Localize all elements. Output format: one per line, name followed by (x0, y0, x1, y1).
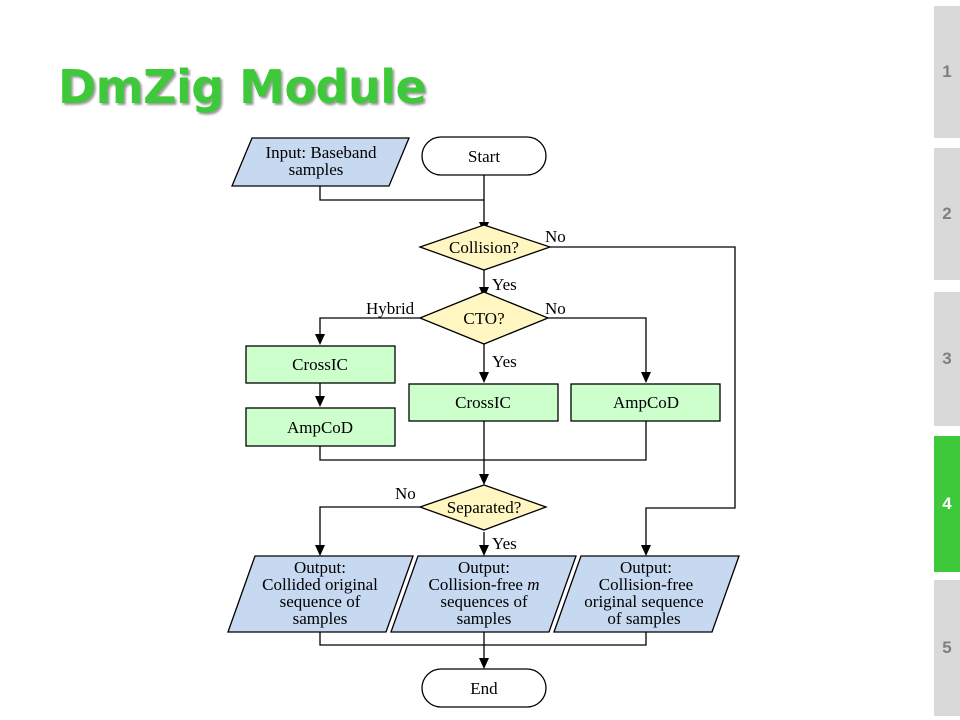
output-collided-line3: sequence of (280, 592, 361, 611)
output-free-m-node: Output: Collision-free m sequences of sa… (390, 555, 577, 633)
separated-shape (418, 484, 548, 531)
output-free-m-shape (390, 555, 577, 633)
end-text: End (470, 679, 498, 698)
collision-decision: Collision? (418, 224, 553, 271)
collision-text: Collision? (449, 238, 519, 257)
arrowhead-crossic-yes (479, 372, 489, 383)
slide-tab-2[interactable]: 2 (934, 148, 960, 280)
connector-cto-hybrid (319, 317, 420, 337)
label-collision-yes: Yes (492, 275, 517, 294)
cto-decision: CTO? (418, 291, 550, 345)
output-free-m-line2-italic: m (527, 575, 539, 594)
arrowhead-end (479, 658, 489, 669)
slide-title: DmZig Module (58, 60, 427, 114)
label-separated-yes: Yes (492, 534, 517, 553)
output-free-original-line2: Collision-free (599, 575, 693, 594)
slide-tab-5[interactable]: 5 (934, 580, 960, 716)
connector-input-merge (319, 186, 484, 201)
output-collided-line4: samples (293, 609, 348, 628)
output-free-original-shape (553, 555, 740, 633)
input-node: Input: Baseband samples (231, 137, 410, 187)
output-free-m-line4: samples (457, 609, 512, 628)
slide-tab-3[interactable]: 3 (934, 292, 960, 426)
arrowhead-ampcod-no (641, 372, 651, 383)
slide-tab-5-label: 5 (942, 638, 952, 657)
branch-labels: No Yes Hybrid No Yes No Yes (366, 227, 566, 553)
flowchart-connectors (319, 175, 736, 660)
crossic-yes-text: CrossIC (455, 393, 511, 412)
slide-tab-2-label: 2 (942, 204, 952, 223)
crossic-hybrid-shape (245, 345, 396, 384)
output-collided-shape (227, 555, 414, 633)
input-text-line1: Input: Baseband (266, 143, 377, 162)
label-cto-yes: Yes (492, 352, 517, 371)
connector-ampcod-merge (319, 446, 484, 461)
output-free-m-line2: Collision-free m (429, 575, 540, 594)
output-free-m-line3: sequences of (440, 592, 528, 611)
flowchart: Input: Baseband samples Start Collision?… (227, 136, 740, 708)
end-shape (421, 668, 547, 708)
collision-shape (418, 224, 553, 271)
separated-text: Separated? (447, 498, 522, 517)
arrowhead-output-free-m (479, 545, 489, 556)
ampcod-no-shape (570, 383, 721, 422)
arrowhead-ampcod-hybrid (315, 396, 325, 407)
arrowhead-output-free-original (641, 545, 651, 556)
ampcod-hybrid-node: AmpCoD (245, 407, 396, 447)
ampcod-no-text: AmpCoD (613, 393, 679, 412)
input-shape (231, 137, 410, 187)
output-free-original-line4: of samples (607, 609, 680, 628)
output-free-original-line1: Output: (620, 558, 672, 577)
output-free-original-line3: original sequence (584, 592, 703, 611)
separated-decision: Separated? (418, 484, 548, 531)
crossic-yes-node: CrossIC (408, 383, 559, 422)
label-cto-hybrid: Hybrid (366, 299, 415, 318)
start-shape (421, 136, 547, 176)
label-cto-no: No (545, 299, 566, 318)
arrowhead-output-collided (315, 545, 325, 556)
label-collision-no: No (545, 227, 566, 246)
ampcod-no-node: AmpCoD (570, 383, 721, 422)
crossic-yes-shape (408, 383, 559, 422)
input-text-line2: samples (289, 160, 344, 179)
start-node: Start (421, 136, 547, 176)
connector-separated-no (319, 506, 420, 547)
connector-cto-no (548, 317, 647, 375)
output-free-m-line2-main: Collision-free (429, 575, 528, 594)
slide-tab-4-label: 4 (942, 494, 952, 513)
slide-tab-1-label: 1 (942, 62, 952, 81)
crossic-hybrid-text: CrossIC (292, 355, 348, 374)
crossic-hybrid-node: CrossIC (245, 345, 396, 384)
slide-tab-3-label: 3 (942, 349, 952, 368)
slide-tab-1[interactable]: 1 (934, 6, 960, 138)
arrowhead-crossic-hybrid (315, 334, 325, 345)
output-free-original-node: Output: Collision-free original sequence… (553, 555, 740, 633)
end-node: End (421, 668, 547, 708)
output-collided-line2: Collided original (262, 575, 378, 594)
output-collided-node: Output: Collided original sequence of sa… (227, 555, 414, 633)
connector-collision-no (550, 246, 736, 547)
slide-tab-4[interactable]: 4 (934, 436, 960, 572)
cto-shape (418, 291, 550, 345)
arrowhead-separated (479, 474, 489, 485)
output-free-m-line1: Output: (458, 558, 510, 577)
ampcod-hybrid-shape (245, 407, 396, 447)
output-collided-line1: Output: (294, 558, 346, 577)
cto-text: CTO? (463, 309, 504, 328)
ampcod-hybrid-text: AmpCoD (287, 418, 353, 437)
start-text: Start (468, 147, 500, 166)
label-separated-no: No (395, 484, 416, 503)
connector-outputs-merge (319, 632, 647, 646)
connector-ampcod-no-merge (484, 421, 647, 461)
